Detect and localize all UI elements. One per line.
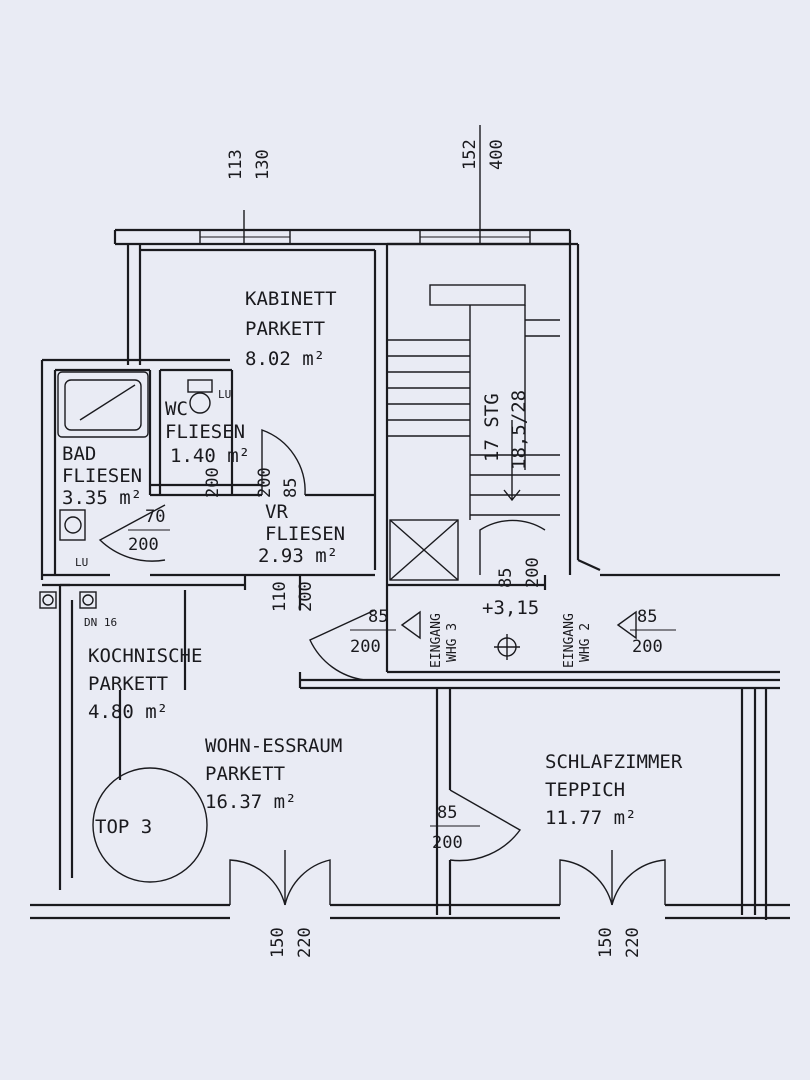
fixtures: [39, 371, 213, 609]
win-schlaf-dim-2: 220: [623, 927, 643, 958]
room-bad: BAD FLIESEN 3.35 m² LU: [62, 443, 142, 569]
kochnische-area: 4.80 m²: [88, 701, 168, 723]
bad-door-dim-1: 70: [145, 507, 165, 527]
room-kochnische: DN 16 KOCHNISCHE PARKETT 4.80 m²: [84, 616, 202, 723]
wc-lu-label: LU: [218, 388, 231, 401]
wohn-floor: PARKETT: [205, 763, 285, 785]
inner-door-dim-2: 200: [432, 833, 463, 853]
entrance-whg3: EINGANG WHG 3: [429, 613, 460, 668]
bad-name: BAD: [62, 443, 96, 465]
dim-130-label: 130: [253, 149, 273, 180]
unit-badge: TOP 3: [92, 767, 208, 883]
entrance-whg2: EINGANG WHG 2: [562, 613, 593, 668]
room-vr: VR FLIESEN 2.93 m²: [258, 501, 345, 567]
kochnische-name: KOCHNISCHE: [88, 645, 202, 667]
wc-door-dim-3: 85: [281, 478, 301, 498]
walls: [30, 228, 790, 920]
door-dimensions: 200 200 85 70 200 110 200 85 200 85 200 …: [128, 467, 676, 958]
bad-area: 3.35 m²: [62, 487, 142, 509]
dn16-label: DN 16: [84, 616, 117, 629]
room-kabinett: KABINETT PARKETT 8.02 m²: [245, 288, 337, 370]
schlaf-area: 11.77 m²: [545, 807, 637, 829]
wc-name: WC: [165, 398, 188, 420]
vr-floor: FLIESEN: [265, 523, 345, 545]
whg3-door-dim-2: 200: [350, 637, 381, 657]
stair-ratio-label: 18,5/28: [508, 390, 530, 470]
wc-door-dim-1: 200: [203, 467, 223, 498]
level-label: +3,15: [482, 597, 539, 619]
stair-count-label: 17 STG: [481, 393, 503, 462]
whg3-door-dim-1: 85: [368, 607, 388, 627]
stair-door-dim-2: 200: [523, 557, 543, 588]
top-dimensions: 113 130 152 400: [226, 139, 507, 180]
stair-door-dim-1: 85: [496, 568, 516, 588]
schlaf-floor: TEPPICH: [545, 779, 625, 801]
vr-area: 2.93 m²: [258, 545, 338, 567]
wc-door-dim-2: 200: [255, 467, 275, 498]
kabinett-name: KABINETT: [245, 288, 337, 310]
wohn-area: 16.37 m²: [205, 791, 297, 813]
dim-400-label: 400: [487, 139, 507, 170]
whg3-whg: WHG 3: [445, 623, 460, 662]
wc-floor: FLIESEN: [165, 421, 245, 443]
windows: [199, 125, 531, 245]
bad-door-dim-2: 200: [128, 535, 159, 555]
win-wohn-dim-2: 220: [295, 927, 315, 958]
whg2-whg: WHG 2: [578, 623, 593, 662]
inner-door-dim-1: 85: [437, 803, 457, 823]
vr-door-dim-2: 200: [296, 581, 316, 612]
dim-113-label: 113: [226, 149, 246, 180]
vr-door-dim-1: 110: [270, 581, 290, 612]
wc-area: 1.40 m²: [170, 445, 250, 467]
room-wohn-essraum: WOHN-ESSRAUM PARKETT 16.37 m²: [205, 735, 342, 813]
kabinett-floor: PARKETT: [245, 318, 325, 340]
whg2-door-dim-1: 85: [637, 607, 657, 627]
bad-floor: FLIESEN: [62, 465, 142, 487]
bad-lu-label: LU: [75, 556, 88, 569]
dim-152-label: 152: [460, 139, 480, 170]
schlaf-name: SCHLAFZIMMER: [545, 751, 683, 773]
door-swings: [98, 429, 666, 906]
kochnische-floor: PARKETT: [88, 673, 168, 695]
win-schlaf-dim-1: 150: [596, 927, 616, 958]
kabinett-area: 8.02 m²: [245, 348, 325, 370]
staircase: 17 STG 18,5/28: [387, 284, 560, 581]
whg2-door-dim-2: 200: [632, 637, 663, 657]
room-wc: WC FLIESEN 1.40 m² LU: [165, 388, 250, 467]
room-schlafzimmer: SCHLAFZIMMER TEPPICH 11.77 m²: [545, 751, 683, 829]
wohn-name: WOHN-ESSRAUM: [205, 735, 342, 757]
unit-badge-label: TOP 3: [95, 816, 152, 838]
whg3-eingang: EINGANG: [429, 613, 444, 668]
vr-name: VR: [265, 501, 288, 523]
whg2-eingang: EINGANG: [562, 613, 577, 668]
win-wohn-dim-1: 150: [268, 927, 288, 958]
